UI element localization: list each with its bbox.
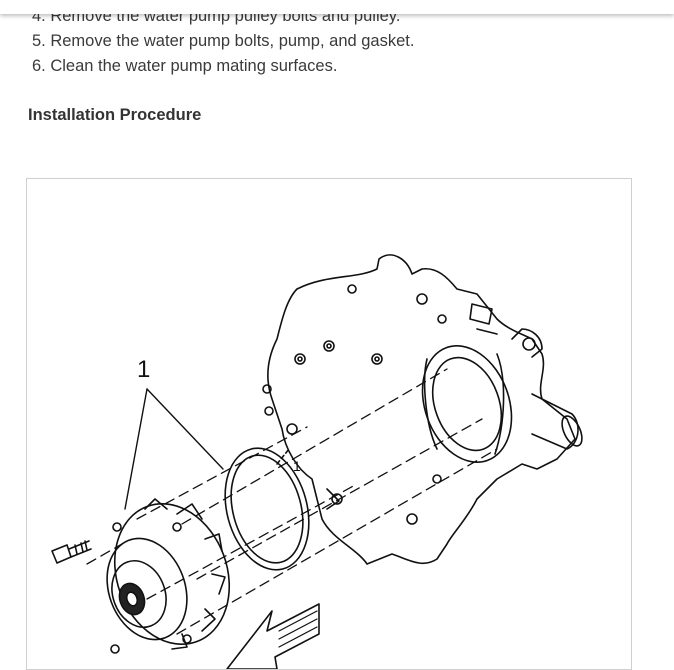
outlet-pipe xyxy=(531,393,579,450)
engine-cover-outline xyxy=(267,254,576,565)
gasket xyxy=(224,447,310,571)
step-5: 5. Remove the water pump bolts, pump, an… xyxy=(32,32,415,50)
callout-1-small: 1 xyxy=(293,458,301,474)
water-pump-diagram: 1 1 xyxy=(26,178,632,670)
section-heading: Installation Procedure xyxy=(28,106,202,124)
step-6: 6. Clean the water pump mating surfaces. xyxy=(32,57,338,75)
callout-1: 1 xyxy=(137,356,150,383)
top-toolbar-edge xyxy=(0,0,674,14)
callout-labels: 1 1 xyxy=(137,356,301,474)
procedure-steps: 4. Remove the water pump pulley bolts an… xyxy=(32,4,414,79)
